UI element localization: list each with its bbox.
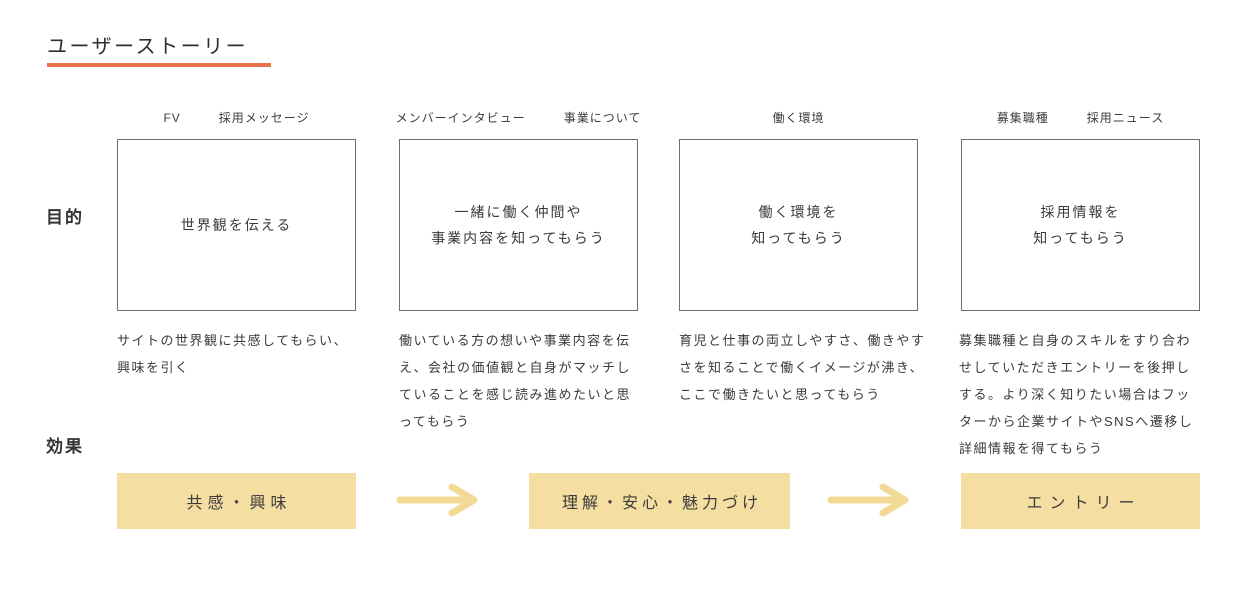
description-worldview: サイトの世界観に共感してもらい、 興味を引く	[117, 327, 373, 381]
flow-arrow-icon	[827, 483, 909, 517]
column-header-part: FV	[163, 111, 181, 125]
purpose-box-recruit-info: 採用情報を 知ってもらう	[961, 139, 1200, 311]
column-header-member: メンバーインタビュー 事業について	[395, 109, 641, 127]
purpose-box-worldview: 世界観を伝える	[117, 139, 356, 311]
row-label-purpose: 目的	[46, 208, 84, 227]
column-header-recruit: 募集職種 採用ニュース	[961, 109, 1200, 127]
purpose-line: 働く環境を	[758, 204, 839, 220]
description-line: ていることを感じ読み進めたいと思	[399, 387, 632, 402]
description-members: 働いている方の想いや事業内容を伝 え、会社の価値観と自身がマッチし ていることを…	[399, 327, 655, 435]
column-header-part: メンバーインタビュー	[395, 111, 526, 125]
description-line: ってもらう	[399, 414, 471, 429]
description-line: する。より深く知りたい場合はフッ	[959, 387, 1191, 402]
column-header-part: 募集職種	[996, 111, 1049, 125]
description-line: 募集職種と自身のスキルをすり合わ	[959, 333, 1192, 348]
column-header-part: 働く環境	[772, 111, 825, 125]
purpose-line: 一緒に働く仲間や	[454, 204, 583, 220]
effect-step-entry: エントリー	[961, 473, 1200, 529]
description-line: サイトの世界観に共感してもらい、	[117, 333, 348, 348]
page-title: ユーザーストーリー	[47, 36, 249, 58]
column-header-part: 採用ニュース	[1086, 111, 1165, 125]
description-line: 働いている方の想いや事業内容を伝	[399, 333, 631, 348]
column-header-part: 事業について	[563, 111, 642, 125]
description-line: 興味を引く	[117, 360, 190, 375]
purpose-line: 知ってもらう	[751, 230, 846, 246]
description-environment: 育児と仕事の両立しやすさ、働きやす さを知ることで働くイメージが沸き、 ここで働…	[679, 327, 935, 408]
description-recruit-info: 募集職種と自身のスキルをすり合わ せしていただきエントリーを後押し する。より深…	[959, 327, 1215, 462]
purpose-line: 採用情報を	[1040, 204, 1121, 220]
effect-step-empathy: 共感・興味	[117, 473, 356, 529]
description-line: 育児と仕事の両立しやすさ、働きやす	[679, 333, 926, 348]
description-line: ここで働きたいと思ってもらう	[679, 387, 881, 402]
column-header-part: 採用メッセージ	[218, 111, 310, 125]
column-header-fv: FV 採用メッセージ	[117, 109, 356, 127]
title-underline	[47, 63, 271, 67]
purpose-box-members: 一緒に働く仲間や 事業内容を知ってもらう	[399, 139, 638, 311]
row-label-effect: 効果	[46, 437, 84, 456]
purpose-line: 事業内容を知ってもらう	[431, 230, 606, 246]
description-line: さを知ることで働くイメージが沸き、	[679, 360, 924, 375]
description-line: え、会社の価値観と自身がマッチし	[399, 360, 632, 375]
purpose-box-environment: 働く環境を 知ってもらう	[679, 139, 918, 311]
effect-step-understanding: 理解・安心・魅力づけ	[529, 473, 790, 529]
description-line: 詳細情報を得てもらう	[959, 441, 1104, 456]
column-header-environment: 働く環境	[679, 109, 918, 127]
description-line: ターから企業サイトやSNSへ遷移し	[959, 414, 1194, 429]
description-line: せしていただきエントリーを後押し	[959, 360, 1191, 375]
flow-arrow-icon	[396, 483, 478, 517]
purpose-line: 知ってもらう	[1033, 230, 1128, 246]
purpose-line: 世界観を伝える	[180, 217, 293, 233]
